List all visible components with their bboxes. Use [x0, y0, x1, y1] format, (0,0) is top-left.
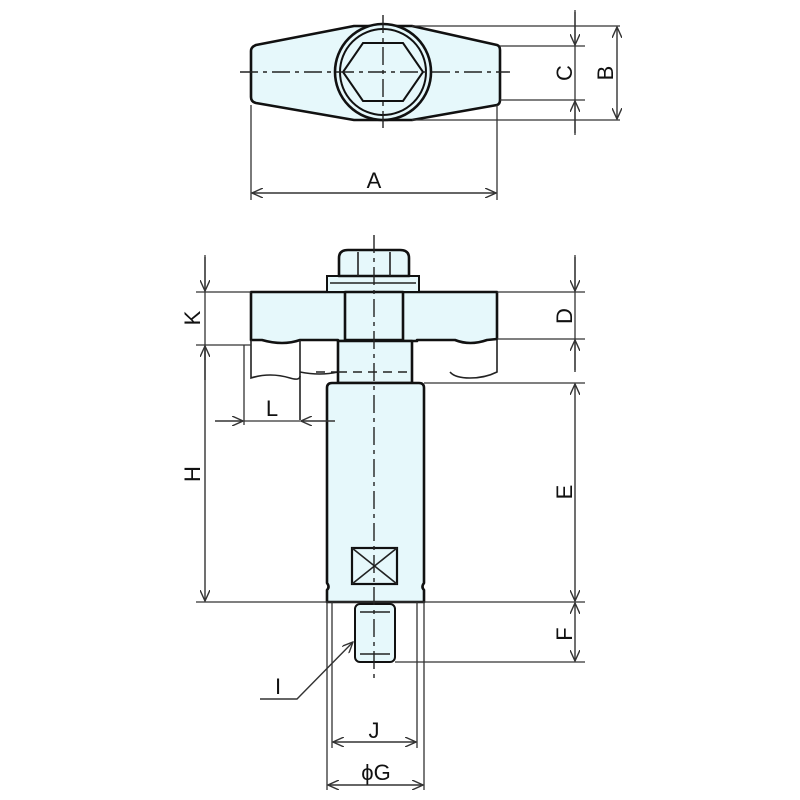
bolt-shank-lower [336, 339, 414, 385]
dim-label-G: ϕG [361, 760, 390, 785]
dim-label-E: E [552, 485, 577, 500]
dim-label-I: I [275, 674, 281, 699]
threaded-tip [354, 603, 396, 663]
stop-body [325, 381, 426, 604]
dim-I-leader [260, 642, 353, 700]
dim-label-H: H [180, 466, 205, 482]
top-view: A C B [240, 10, 620, 200]
dim-label-D: D [552, 308, 577, 324]
dim-label-K: K [180, 310, 205, 325]
front-view: K H L D E F I J ϕG [180, 235, 585, 790]
hex-nut-front [337, 248, 411, 278]
dim-label-F: F [552, 627, 577, 640]
dim-label-J: J [369, 718, 380, 743]
nut-flange [326, 275, 420, 293]
dim-label-L: L [266, 396, 278, 421]
dim-label-B: B [593, 66, 618, 81]
dim-label-C: C [552, 65, 577, 81]
dim-label-A: A [367, 168, 382, 193]
